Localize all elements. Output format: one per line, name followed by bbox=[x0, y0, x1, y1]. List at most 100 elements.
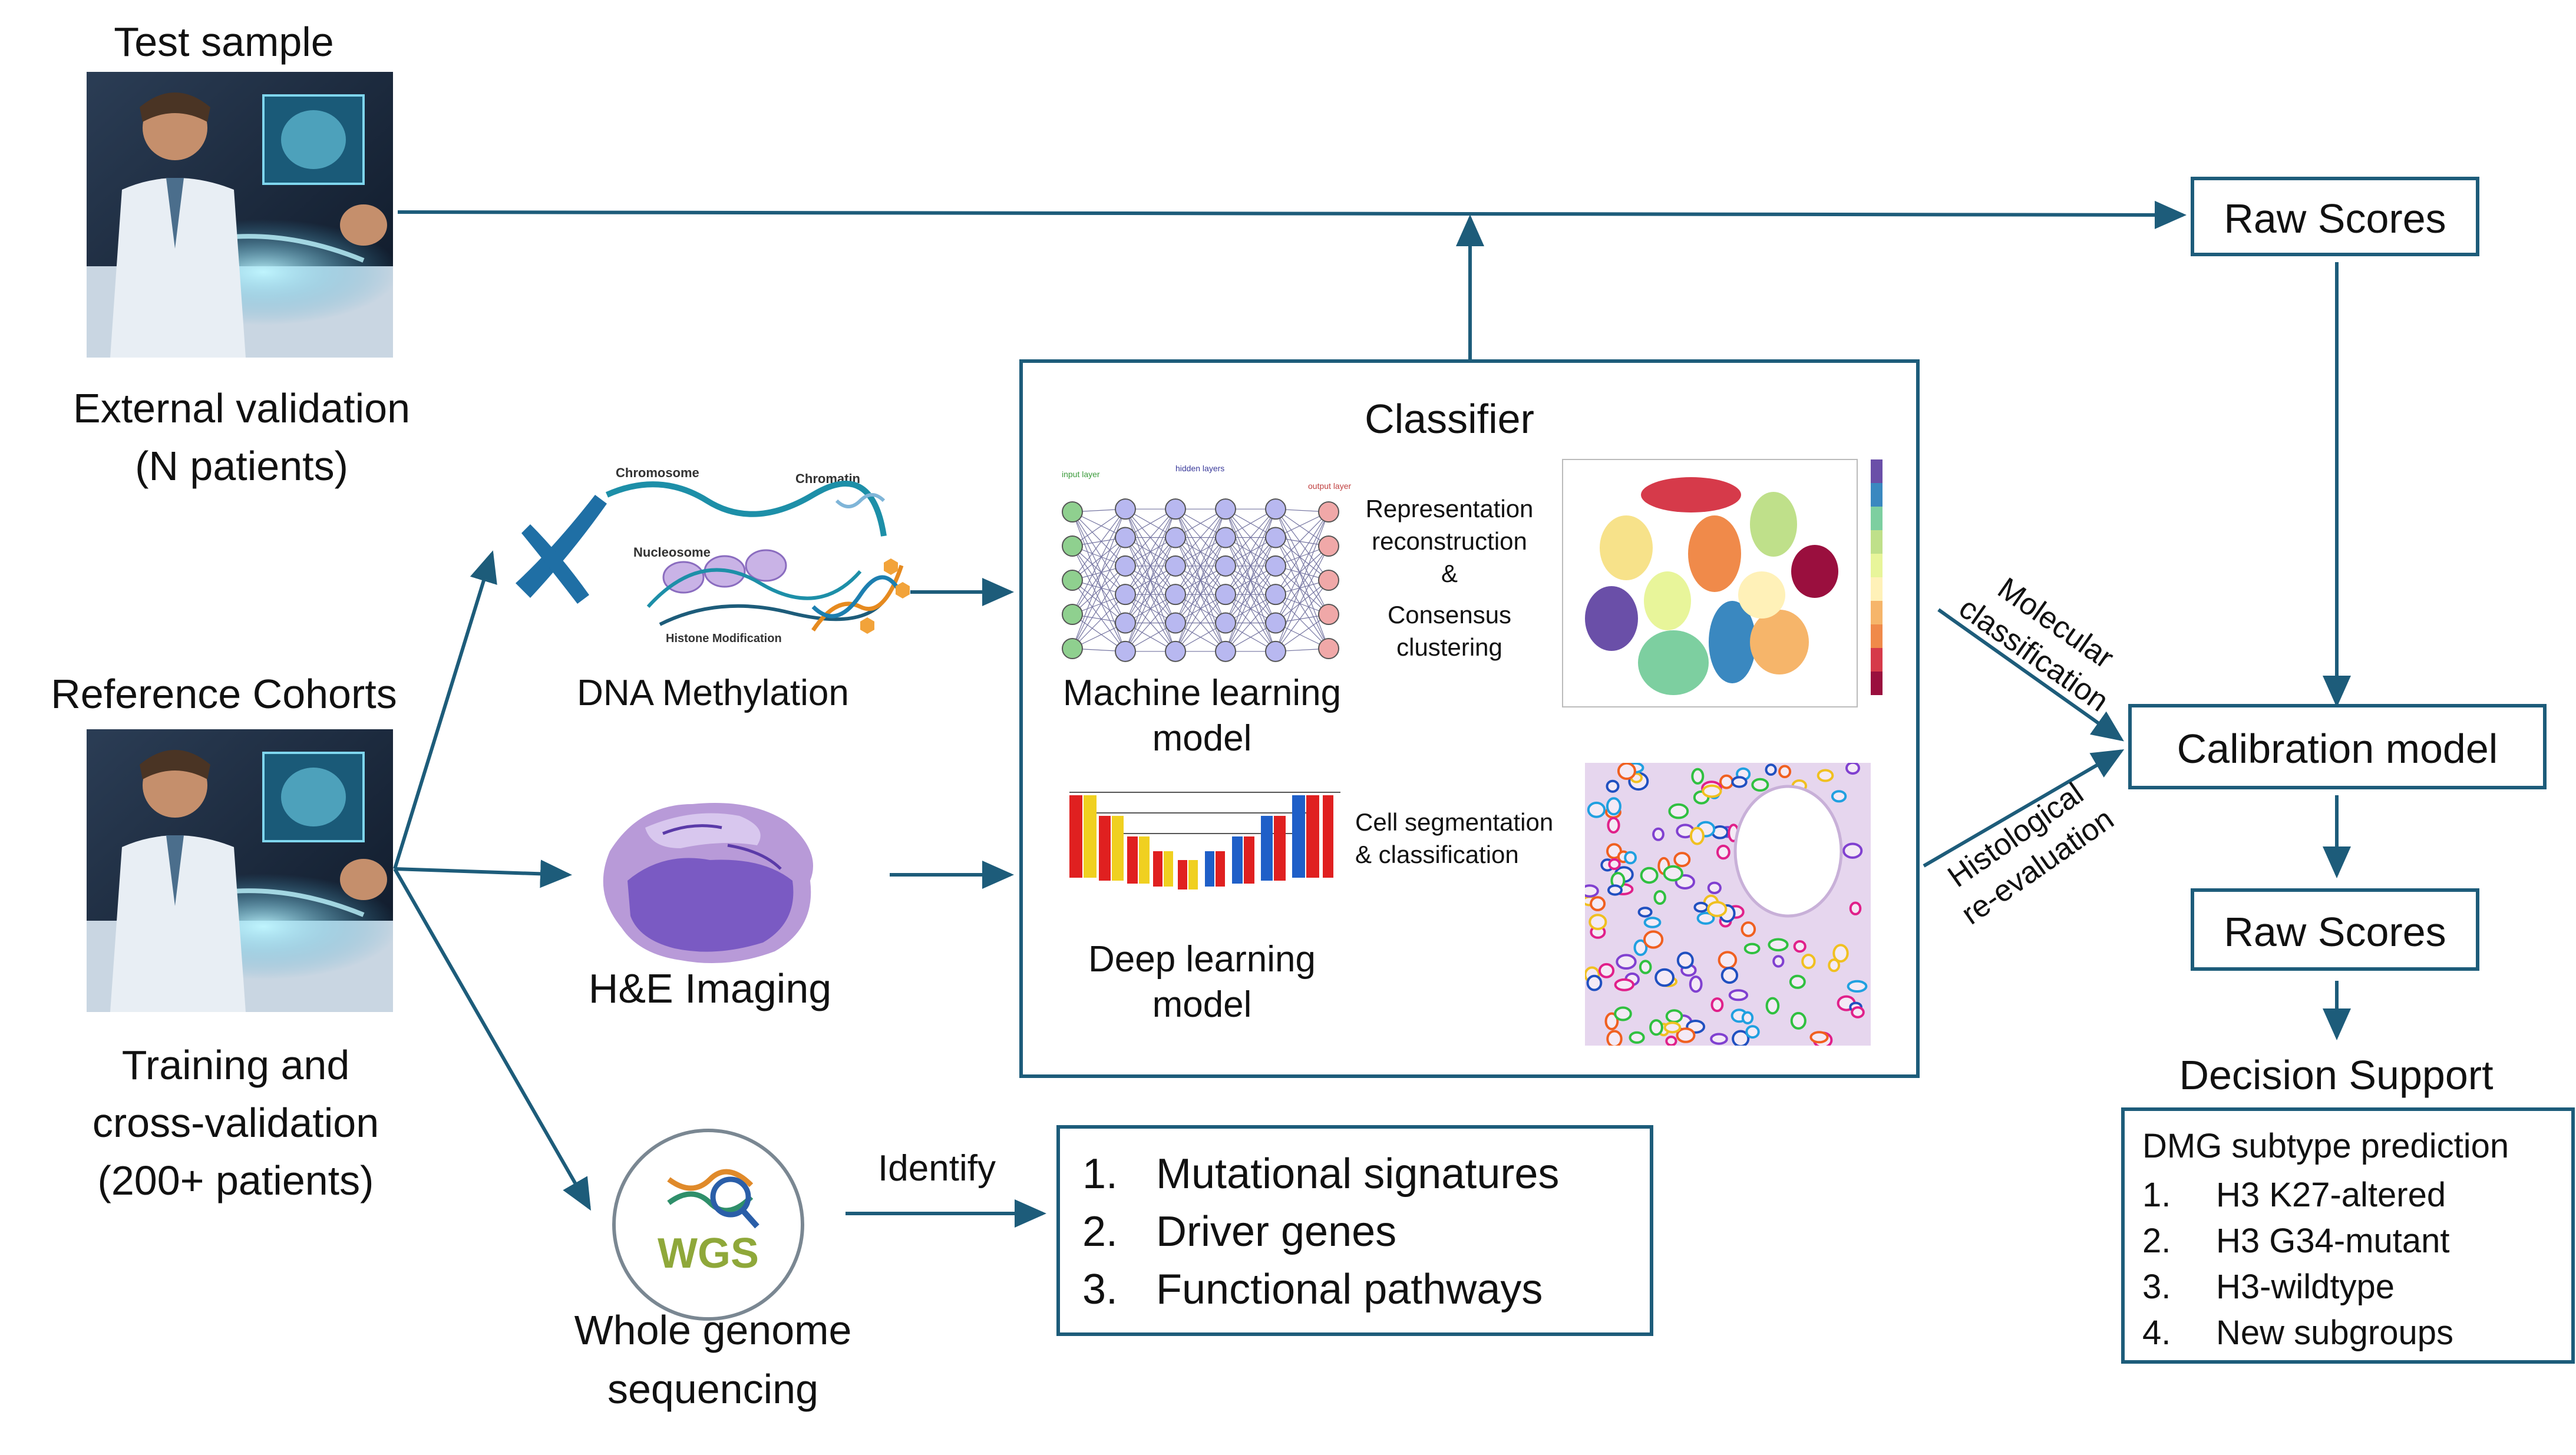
wgs-output-item: 2.Driver genes bbox=[1082, 1208, 1397, 1255]
calibration-model-box: Calibration model bbox=[2128, 704, 2547, 789]
rep-label-3: & bbox=[1441, 560, 1458, 587]
unet-diagram bbox=[1069, 792, 1340, 889]
segmented-cell bbox=[1728, 989, 1749, 1001]
nn-node bbox=[1215, 612, 1236, 634]
dna-helix-icon bbox=[811, 564, 904, 631]
nn-node bbox=[1215, 555, 1236, 577]
nn-node bbox=[1115, 584, 1136, 606]
segmented-cell bbox=[1745, 1025, 1760, 1039]
segmented-cell bbox=[1637, 907, 1653, 918]
nn-node bbox=[1165, 527, 1186, 548]
segmented-cell bbox=[1710, 997, 1724, 1013]
segmented-cell bbox=[1743, 943, 1761, 954]
segmented-cell bbox=[1654, 968, 1675, 987]
segmented-cell bbox=[1718, 951, 1738, 970]
dna-methylation-label: DNA Methylation bbox=[577, 673, 849, 713]
test-sample-photo bbox=[87, 72, 393, 358]
segmented-cell bbox=[1741, 1011, 1754, 1024]
nn-input-caption: input layer bbox=[1062, 469, 1100, 479]
segmented-cell bbox=[1789, 974, 1806, 989]
segmented-cell bbox=[1809, 1031, 1829, 1044]
segmented-cell bbox=[1707, 901, 1728, 917]
segmented-cell bbox=[1639, 960, 1652, 974]
segmented-cell bbox=[1673, 852, 1691, 868]
segmented-cell bbox=[1793, 940, 1806, 953]
nn-node bbox=[1318, 501, 1339, 523]
nn-node bbox=[1318, 570, 1339, 591]
segmented-cell bbox=[1716, 844, 1730, 860]
segmented-cell bbox=[1845, 763, 1860, 775]
segmented-cell bbox=[1765, 997, 1780, 1015]
nn-node bbox=[1318, 535, 1339, 557]
nn-node bbox=[1318, 638, 1339, 659]
dmg-subtype-item: 1.H3 K27-altered bbox=[2142, 1176, 2446, 1214]
wgs-outputs-list: 1.Mutational signatures 2.Driver genes 3… bbox=[1082, 1145, 1559, 1318]
he-imaging-label: H&E Imaging bbox=[588, 965, 832, 1011]
segmented-cell bbox=[1832, 944, 1849, 963]
segmented-cell bbox=[1689, 826, 1705, 845]
segmented-cell bbox=[1608, 858, 1621, 870]
segmented-cell bbox=[1590, 896, 1606, 911]
segmented-cell bbox=[1649, 1019, 1663, 1036]
segmented-cell bbox=[1790, 1011, 1806, 1030]
segmented-cell bbox=[1676, 1027, 1696, 1043]
segmented-cell bbox=[1643, 917, 1662, 928]
segmented-cell bbox=[1614, 1006, 1632, 1021]
segmented-cell bbox=[1633, 939, 1648, 956]
segmented-cell bbox=[1665, 1036, 1677, 1046]
training-label-3: (200+ patients) bbox=[97, 1158, 374, 1203]
segmented-cell bbox=[1772, 955, 1785, 968]
wgs-outputs-box: 1.Mutational signatures 2.Driver genes 3… bbox=[1056, 1125, 1653, 1336]
segmented-cell bbox=[1689, 975, 1703, 993]
segmented-cell bbox=[1702, 784, 1722, 798]
ml-label-2: model bbox=[1152, 718, 1252, 759]
segmented-cell bbox=[1606, 1030, 1623, 1046]
nn-node bbox=[1115, 555, 1136, 577]
segmented-cell bbox=[1586, 974, 1603, 991]
nucleosome-caption: Nucleosome bbox=[633, 545, 711, 560]
arrow-histological-to-calibration bbox=[1923, 749, 2125, 868]
segmented-cell bbox=[1732, 1030, 1750, 1046]
training-label-2: cross-validation bbox=[92, 1100, 379, 1146]
dmg-subtype-item: 3.H3-wildtype bbox=[2142, 1268, 2395, 1306]
dna-methylation-illustration: Chromosome Chromatin Nucleosome Histone … bbox=[516, 465, 910, 645]
unet-decoder-blocks bbox=[1205, 795, 1333, 887]
nn-node bbox=[1115, 527, 1136, 548]
magnifier-icon bbox=[710, 1176, 751, 1218]
chromosome-caption: Chromosome bbox=[616, 465, 699, 480]
nn-node bbox=[1215, 498, 1236, 520]
segmented-cell bbox=[1588, 914, 1607, 931]
segmented-cell bbox=[1617, 763, 1636, 780]
dmg-subtype-item: 2.H3 G34-mutant bbox=[2142, 1222, 2450, 1260]
nn-node bbox=[1265, 555, 1286, 577]
nn-node bbox=[1165, 612, 1186, 634]
arrow-ref-to-dna bbox=[393, 550, 497, 869]
wgs-label-1: Whole genome bbox=[574, 1307, 852, 1353]
nn-node bbox=[1165, 584, 1186, 606]
segmented-cell bbox=[1653, 890, 1666, 905]
training-label-1: Training and bbox=[121, 1042, 350, 1088]
segmented-cell bbox=[1768, 938, 1789, 952]
nn-output-caption: output layer bbox=[1308, 481, 1351, 491]
segmented-cell bbox=[1604, 1012, 1619, 1030]
segmented-cell bbox=[1640, 867, 1659, 884]
segmented-cell bbox=[1624, 851, 1637, 865]
neural-network-diagram: input layer hidden layers output layer bbox=[1062, 464, 1351, 662]
chromosome-icon bbox=[516, 495, 607, 604]
nn-node bbox=[1215, 584, 1236, 606]
nn-node bbox=[1062, 501, 1083, 523]
arrow-ref-to-wgs bbox=[393, 868, 591, 1211]
external-validation-label-2: (N patients) bbox=[135, 443, 348, 489]
raw-scores-bottom-label: Raw Scores bbox=[2224, 909, 2446, 955]
identify-label: Identify bbox=[878, 1148, 996, 1189]
segmented-cell bbox=[1741, 921, 1756, 937]
cluster-scatter-plot bbox=[1562, 459, 1883, 707]
rep-label-5: clustering bbox=[1396, 633, 1502, 661]
rep-label-1: Representation bbox=[1365, 495, 1534, 523]
segmented-cell bbox=[1607, 884, 1623, 896]
dmg-title: DMG subtype prediction bbox=[2142, 1127, 2509, 1165]
nn-node bbox=[1062, 535, 1083, 557]
reference-cohorts-photo bbox=[87, 729, 393, 1012]
segmented-cell bbox=[1585, 884, 1599, 898]
